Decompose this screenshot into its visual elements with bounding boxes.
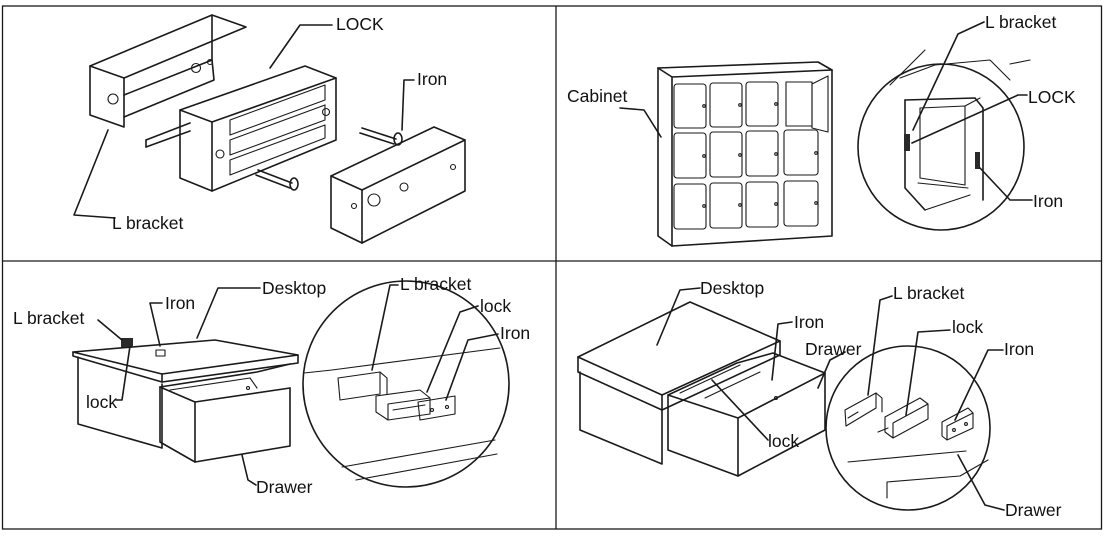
label-l-bracket: L bracket	[112, 213, 183, 233]
label-desktop: Desktop	[262, 278, 326, 298]
zoom-detail-circle	[857, 49, 1025, 231]
panel-3-leaders	[97, 284, 499, 486]
lock-part	[179, 65, 337, 192]
label-desktop: Desktop	[700, 278, 764, 298]
iron-plate-part	[330, 126, 466, 244]
label-lock-left: lock	[86, 392, 117, 412]
drawer-part	[159, 363, 291, 463]
panel-1-leaders	[73, 24, 415, 219]
label-cabinet: Cabinet	[567, 86, 627, 106]
label-l-bracket: L bracket	[985, 12, 1056, 32]
l-bracket-part	[89, 14, 247, 148]
label-iron: Iron	[417, 69, 447, 89]
panel-1-exploded-lock: LOCK Iron L bracket	[73, 14, 466, 244]
panel-4-desk-drawer: Desktop Iron Drawer lock L bracket lock …	[577, 278, 1062, 520]
label-drawer: Drawer	[805, 339, 862, 359]
panel-3-desk-drawer: Desktop L bracket Iron lock Drawer L bra…	[13, 274, 530, 497]
panel-2-cabinet: Cabinet L bracket LOCK Iron	[567, 12, 1076, 247]
panel-4-leaders	[656, 287, 1005, 511]
label-lock-zoom: lock	[952, 317, 983, 337]
desk-part	[577, 301, 781, 465]
label-l-bracket-left: L bracket	[13, 308, 84, 328]
label-iron-zoom: Iron	[1004, 339, 1034, 359]
zoom-detail-circle	[302, 280, 510, 488]
label-drawer: Drawer	[256, 477, 313, 497]
label-iron-left: Iron	[165, 293, 195, 313]
label-iron: Iron	[1033, 191, 1063, 211]
label-drawer-bottom: Drawer	[1005, 500, 1062, 520]
panel-2-leaders	[619, 21, 1033, 201]
label-iron: Iron	[794, 312, 824, 332]
zoom-detail-circle	[825, 345, 991, 511]
label-lock: lock	[768, 431, 799, 451]
label-lock: LOCK	[336, 14, 384, 34]
label-l-bracket-zoom: L bracket	[893, 283, 964, 303]
panel-grid	[1, 5, 1103, 530]
drawer-part	[667, 352, 826, 477]
desk-part	[72, 338, 299, 449]
screw-icon	[255, 127, 403, 191]
label-lock: LOCK	[1028, 87, 1076, 107]
label-l-bracket-zoom: L bracket	[400, 274, 471, 294]
cabinet-part	[657, 61, 833, 247]
label-lock-zoom: lock	[480, 296, 511, 316]
label-iron-zoom: Iron	[500, 323, 530, 343]
